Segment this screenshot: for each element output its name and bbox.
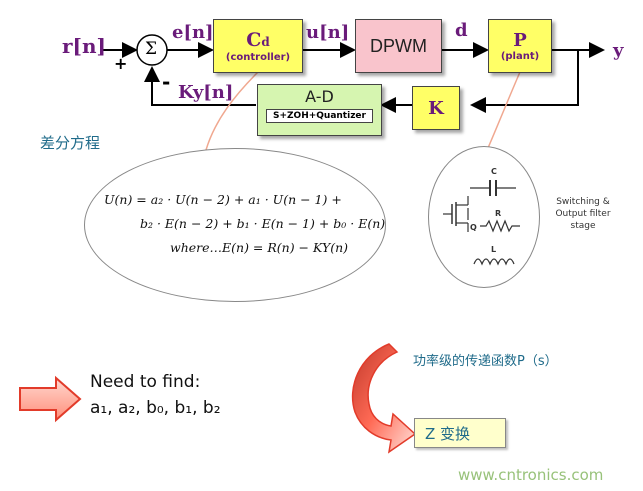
need-arrow-icon	[19, 375, 82, 423]
equation-line-2: b₂ · E(n − 2) + b₁ · E(n − 1) + b₀ · E(n…	[140, 216, 386, 231]
signal-e-label: e[n]	[172, 22, 214, 43]
mosfet-symbol	[443, 196, 469, 232]
circuit-label-r: R	[495, 209, 501, 218]
equation-bubble	[84, 148, 386, 302]
need-to-find-title: Need to find:	[90, 372, 201, 392]
circuit-caption-line-3: stage	[570, 221, 596, 231]
circuit-label-q: Q	[470, 223, 477, 232]
circuit-label-l: L	[491, 245, 496, 254]
controller-title-main: C	[246, 28, 262, 51]
controller-subtitle: (controller)	[225, 51, 291, 63]
coefficient-list: a₁, a₂, b₀, b₁, b₂	[90, 398, 221, 418]
dpwm-block: DPWM	[355, 19, 442, 73]
sigma-symbol: Σ	[145, 39, 158, 59]
watermark: www.cntronics.com	[458, 466, 604, 484]
equation-line-1: U(n) = a₂ · U(n − 2) + a₁ · U(n − 1) +	[104, 192, 342, 207]
circuit-schematic: C Q R L	[443, 167, 520, 266]
plant-title: P	[513, 29, 527, 51]
capacitor-symbol	[470, 180, 516, 196]
ad-title: A-D	[305, 87, 334, 106]
wire-ad-to-sum	[144, 66, 256, 106]
controller-title-sub: d	[261, 34, 270, 49]
inductor-symbol	[473, 258, 515, 266]
circuit-caption-line-2: Output filter	[555, 209, 611, 219]
transfer-function-label: 功率级的传递函数P（s）	[413, 354, 558, 369]
connector-controller-eq	[205, 71, 259, 151]
z-transform-box: Z 变换	[414, 418, 506, 448]
circuit-label-c: C	[491, 167, 497, 176]
signal-ky-label: Ky[n]	[178, 82, 234, 103]
difference-equation-label: 差分方程	[40, 134, 101, 152]
circuit-caption-line-1: Switching &	[556, 197, 610, 207]
k-title: K	[428, 97, 444, 119]
signal-y-label: y	[613, 40, 624, 61]
signal-u-label: u[n]	[306, 22, 350, 43]
plant-subtitle: (plant)	[500, 50, 540, 62]
controller-title: Cd	[246, 30, 270, 52]
ad-subtitle: S+ZOH+Quantizer	[266, 109, 373, 123]
controller-block: Cd (controller)	[213, 19, 303, 73]
dpwm-title: DPWM	[370, 35, 427, 56]
plant-block: P (plant)	[488, 19, 552, 73]
minus-sign: -	[162, 70, 171, 94]
resistor-symbol	[480, 219, 520, 233]
ad-converter-block: A-D S+ZOH+Quantizer	[257, 84, 382, 136]
circuit-caption: Switching & Output filter stage	[543, 196, 623, 232]
wire-feedback-down	[470, 50, 579, 113]
signal-d-label: d	[455, 20, 468, 41]
circuit-bubble	[428, 146, 540, 288]
equation-line-3: where…E(n) = R(n) − KY(n)	[170, 240, 349, 255]
plus-sign: +	[114, 54, 128, 73]
k-gain-block: K	[412, 86, 460, 130]
connector-plant-circuit	[487, 71, 521, 149]
signal-r-label: r[n]	[62, 34, 107, 58]
